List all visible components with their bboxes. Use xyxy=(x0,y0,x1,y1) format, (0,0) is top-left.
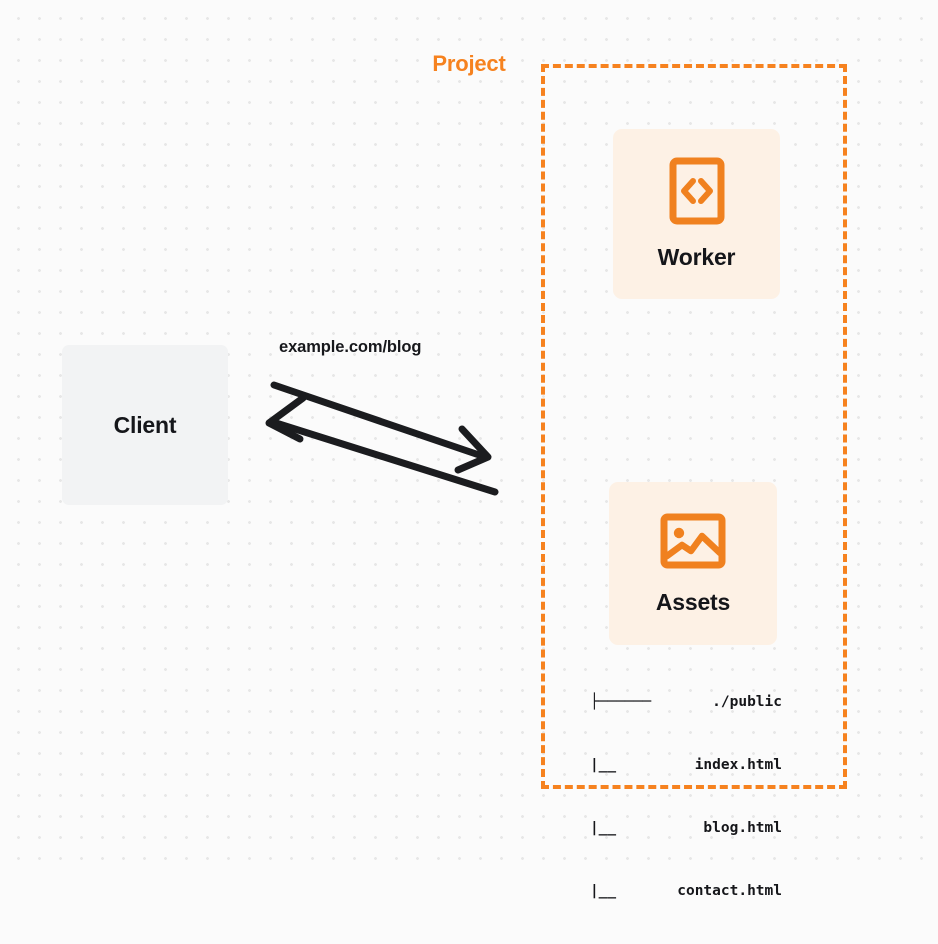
image-icon xyxy=(660,512,726,575)
edge-label-url: example.com/blog xyxy=(279,338,422,356)
project-title: Project xyxy=(425,53,513,75)
diagram-canvas: Client example.com/blog Project Worker xyxy=(62,52,847,899)
edge-response-arrow xyxy=(265,394,499,496)
assets-file-tree: ├────── ./public |__ index.html |__ blog… xyxy=(560,650,782,944)
node-client-label: Client xyxy=(113,411,177,438)
node-assets-label: Assets xyxy=(655,588,731,615)
code-brackets-icon xyxy=(669,157,725,230)
file-tree-row: |__ index.html xyxy=(589,757,782,773)
node-client[interactable]: Client xyxy=(62,345,228,505)
project-boundary xyxy=(541,64,847,789)
file-tree-row: |__ contact.html xyxy=(589,883,782,899)
node-worker[interactable]: Worker xyxy=(613,129,780,299)
file-tree-row: ├────── ./public xyxy=(589,694,782,710)
file-tree-row: |__ blog.html xyxy=(589,820,782,836)
node-worker-label: Worker xyxy=(657,244,736,270)
edge-request-arrow xyxy=(270,381,492,474)
node-assets[interactable]: Assets xyxy=(609,482,777,645)
